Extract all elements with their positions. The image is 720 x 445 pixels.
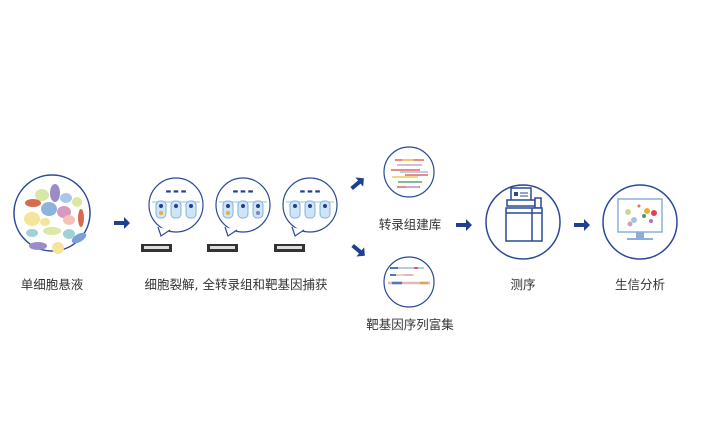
arrow-up-right-icon bbox=[347, 173, 368, 194]
sequencer-icon bbox=[485, 184, 561, 260]
step-label-wta-library: 转录组建库 bbox=[378, 217, 442, 232]
step-label-lysis-capture: 细胞裂解, 全转录组和靶基因捕获 bbox=[144, 277, 328, 292]
targeted-reads-icon bbox=[383, 256, 435, 308]
step-label-targeted-enrichment: 靶基因序列富集 bbox=[366, 317, 454, 332]
step-label-sequencing: 测序 bbox=[510, 277, 536, 292]
arrow-down-right-icon bbox=[348, 240, 369, 261]
library-reads-icon bbox=[383, 146, 435, 198]
chip-capture-icons: ▬ ▬ ▬ ▬ ▬ ▬ ▬ ▬ ▬ bbox=[141, 177, 338, 252]
step-label-bioinformatics: 生信分析 bbox=[614, 277, 666, 292]
arrow-right-icon bbox=[574, 219, 590, 231]
cell-suspension-icon bbox=[13, 174, 91, 254]
step-label-suspension: 单细胞悬液 bbox=[20, 277, 84, 292]
computer-analysis-icon bbox=[602, 184, 678, 260]
svg-text:▬ ▬ ▬: ▬ ▬ ▬ bbox=[233, 188, 254, 195]
arrow-right-icon bbox=[456, 219, 472, 231]
svg-text:▬ ▬ ▬: ▬ ▬ ▬ bbox=[166, 188, 187, 195]
svg-text:▬ ▬ ▬: ▬ ▬ ▬ bbox=[300, 188, 321, 195]
arrow-right-icon bbox=[114, 217, 130, 229]
